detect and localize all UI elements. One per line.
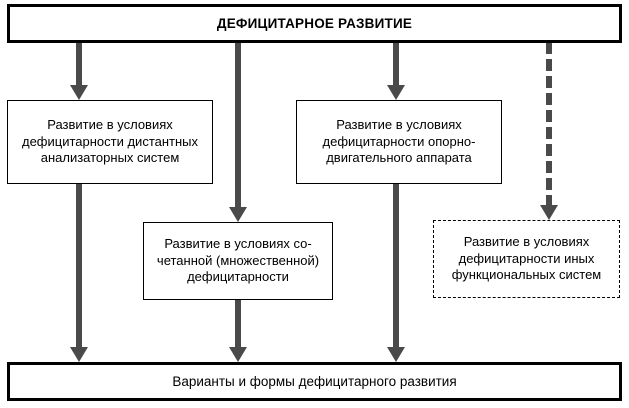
arrow-combined-to-outcome: [229, 300, 247, 362]
arrow-shaft-dashed: [546, 42, 552, 207]
arrow-shaft: [76, 42, 82, 87]
arrow-musculoskeletal-to-outcome: [387, 184, 405, 362]
arrow-shaft: [235, 300, 241, 349]
arrow-shaft: [393, 42, 399, 87]
arrow-distant-analyzers-to-outcome: [70, 184, 88, 362]
node-other-functional-systems-deficiency: Развитие в условиях дефицитарности иных …: [433, 220, 620, 298]
arrow-head: [387, 347, 405, 362]
node-outcome-variants-and-forms: Варианты и формы дефицитарного развития: [7, 362, 622, 401]
arrow-head: [229, 207, 247, 222]
arrow-shaft: [76, 184, 82, 349]
node-musculoskeletal-deficiency-label: Развитие в условиях дефицитарности опорн…: [322, 116, 476, 166]
arrow-shaft: [393, 184, 399, 349]
node-outcome-label: Варианты и формы дефицитарного развития: [172, 373, 457, 389]
arrow-root-to-combined: [229, 42, 247, 222]
node-combined-multiple-deficiency: Развитие в условиях со- четанной (множес…: [143, 222, 333, 300]
node-root-label: ДЕФИЦИТАРНОЕ РАЗВИТИЕ: [216, 15, 413, 31]
node-root-deficient-development: ДЕФИЦИТАРНОЕ РАЗВИТИЕ: [7, 4, 622, 43]
arrow-head: [387, 85, 405, 100]
node-musculoskeletal-deficiency: Развитие в условиях дефицитарности опорн…: [296, 100, 502, 184]
arrow-head: [70, 347, 88, 362]
arrow-head: [229, 347, 247, 362]
node-other-functional-systems-deficiency-label: Развитие в условиях дефицитарности иных …: [451, 233, 602, 283]
node-distant-analyzer-deficiency-label: Развитие в условиях дефицитарности диста…: [21, 116, 199, 166]
arrow-root-to-distant-analyzers: [70, 42, 88, 100]
arrow-head: [540, 205, 558, 220]
node-distant-analyzer-deficiency: Развитие в условиях дефицитарности диста…: [7, 100, 213, 184]
arrow-shaft: [235, 42, 241, 209]
arrow-head: [70, 85, 88, 100]
node-combined-multiple-deficiency-label: Развитие в условиях со- четанной (множес…: [156, 235, 320, 285]
arrow-root-to-musculoskeletal: [387, 42, 405, 100]
arrow-root-to-other-systems: [540, 42, 558, 220]
